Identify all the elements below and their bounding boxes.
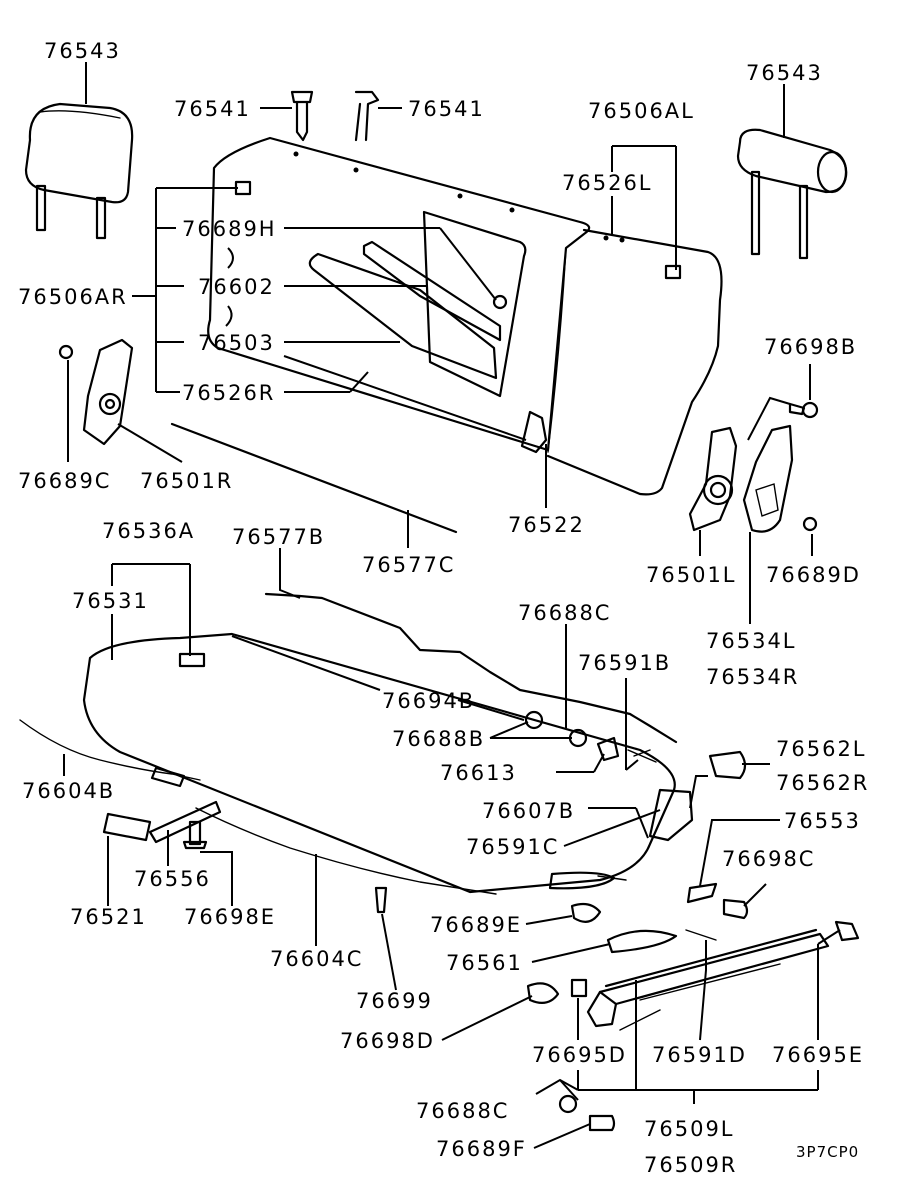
label-76602: 76602 (198, 275, 275, 299)
label-76689e: 76689E (430, 913, 522, 937)
seat-back-drawing (207, 136, 723, 496)
label-76688c-lower: 76688C (416, 1099, 509, 1123)
label-76501l: 76501L (646, 563, 737, 587)
label-76562l: 76562L (776, 737, 867, 761)
label-76577b: 76577B (232, 525, 325, 549)
label-76699: 76699 (356, 989, 433, 1013)
cables-drawing (19, 719, 497, 895)
small-hardware-drawing (102, 710, 860, 1132)
label-76604b: 76604B (22, 779, 115, 803)
label-76688b: 76688B (392, 727, 485, 751)
headrest-right-drawing (736, 128, 848, 260)
seat-cushion-drawing (82, 632, 676, 894)
hinge-left-drawing (58, 338, 134, 446)
headrest-left-drawing (24, 102, 134, 240)
label-76698e: 76698E (184, 905, 276, 929)
label-76604c: 76604C (270, 947, 363, 971)
label-76506al: 76506AL (588, 99, 695, 123)
label-76591d: 76591D (652, 1043, 747, 1067)
label-76543-right: 76543 (746, 61, 823, 85)
leader-lines (63, 62, 841, 1149)
label-76501r: 76501R (140, 469, 233, 493)
label-76553: 76553 (784, 809, 861, 833)
diagram-code: 3P7CP0 (796, 1143, 859, 1161)
label-76689h: 76689H (182, 217, 277, 241)
label-76543-left: 76543 (44, 39, 121, 63)
label-76506ar: 76506AR (18, 285, 128, 309)
label-76522: 76522 (508, 513, 585, 537)
label-76613: 76613 (440, 761, 517, 785)
label-76526l: 76526L (562, 171, 653, 195)
label-76534l: 76534L (706, 629, 797, 653)
label-76688c: 76688C (518, 601, 611, 625)
hinge-right-drawing (688, 401, 819, 533)
rod-76577b-drawing (264, 592, 678, 744)
label-76577c: 76577C (362, 553, 455, 577)
label-76536a: 76536A (102, 519, 195, 543)
label-76689c: 76689C (18, 469, 111, 493)
label-76561: 76561 (446, 951, 523, 975)
label-76695e: 76695E (772, 1043, 864, 1067)
label-76689d: 76689D (766, 563, 861, 587)
label-76698d: 76698D (340, 1029, 435, 1053)
label-76541-b: 76541 (408, 97, 485, 121)
label-76698b: 76698B (764, 335, 857, 359)
label-76521: 76521 (70, 905, 147, 929)
label-76509r: 76509R (644, 1153, 737, 1177)
label-76534r: 76534R (706, 665, 799, 689)
label-76526r: 76526R (182, 381, 275, 405)
label-76562r: 76562R (776, 771, 869, 795)
label-76556: 76556 (134, 867, 211, 891)
label-76694b: 76694B (382, 689, 475, 713)
label-76689f: 76689F (436, 1137, 527, 1161)
label-76541-a: 76541 (174, 97, 251, 121)
headrest-guides-drawing (290, 90, 380, 142)
label-76591c: 76591C (466, 835, 559, 859)
label-76509l: 76509L (644, 1117, 735, 1141)
seat-rail-drawing (586, 928, 830, 1031)
label-76591b: 76591B (578, 651, 671, 675)
label-76503: 76503 (198, 331, 275, 355)
label-76698c: 76698C (722, 847, 815, 871)
label-76607b: 76607B (482, 799, 575, 823)
label-76531: 76531 (72, 589, 149, 613)
label-76695d: 76695D (532, 1043, 627, 1067)
